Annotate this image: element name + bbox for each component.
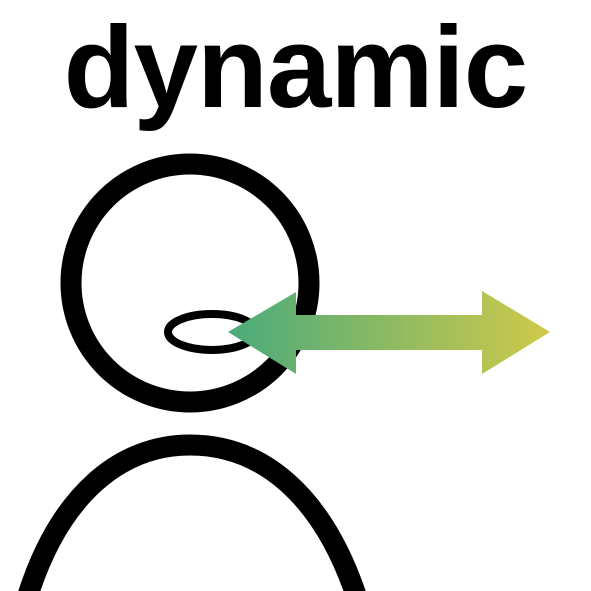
- person-head-icon: [60, 153, 320, 413]
- double-arrow-icon: [228, 291, 550, 374]
- title-text: dynamic: [63, 2, 529, 132]
- person-body-icon: [18, 434, 366, 591]
